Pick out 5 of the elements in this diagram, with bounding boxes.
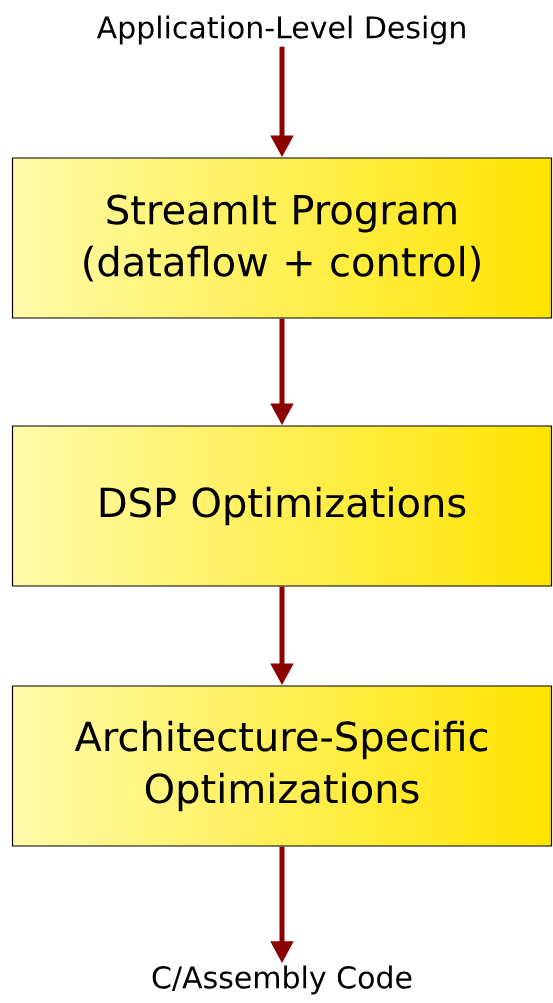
text-label: Application-Level Design <box>96 15 465 45</box>
process-box: DSP Optimizations <box>11 425 553 587</box>
process-box: StreamIt Program (dataflow + control) <box>11 157 553 319</box>
process-box: Architecture-Specific Optimizations <box>11 685 553 847</box>
text-label: C/Assembly Code <box>152 965 412 995</box>
